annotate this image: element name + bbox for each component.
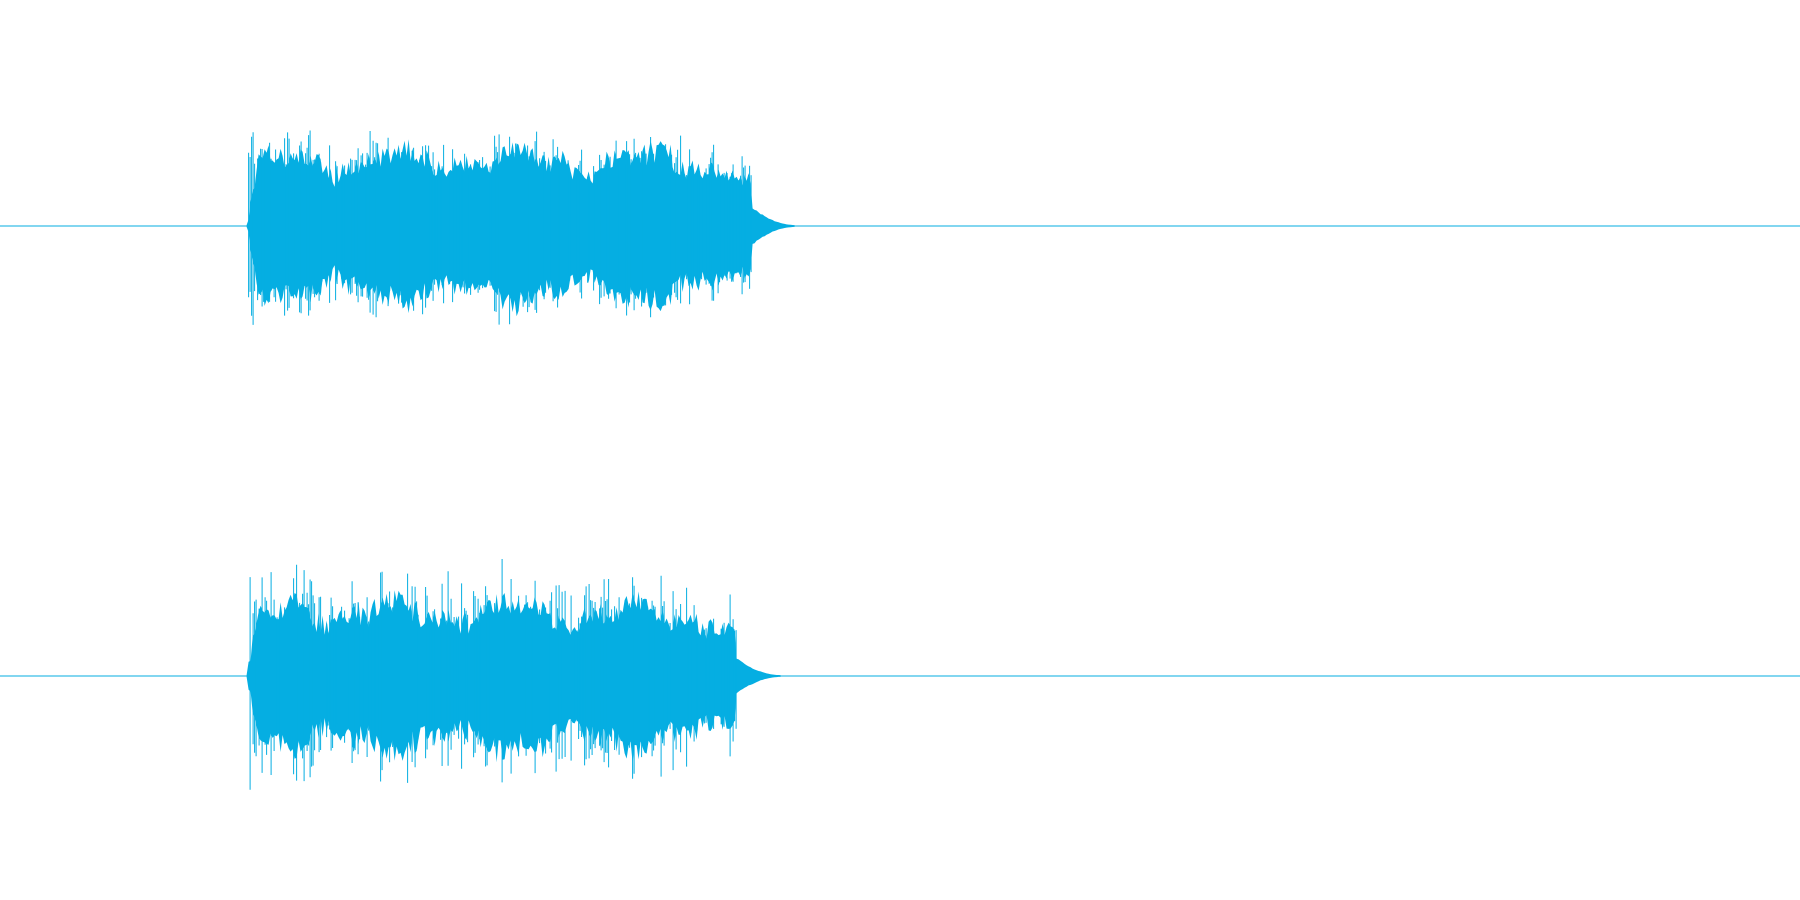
channel-upper-spikes <box>248 130 752 325</box>
channel-lower-spikes <box>249 559 737 790</box>
channel-upper <box>0 130 1800 325</box>
channel-lower <box>0 559 1800 790</box>
